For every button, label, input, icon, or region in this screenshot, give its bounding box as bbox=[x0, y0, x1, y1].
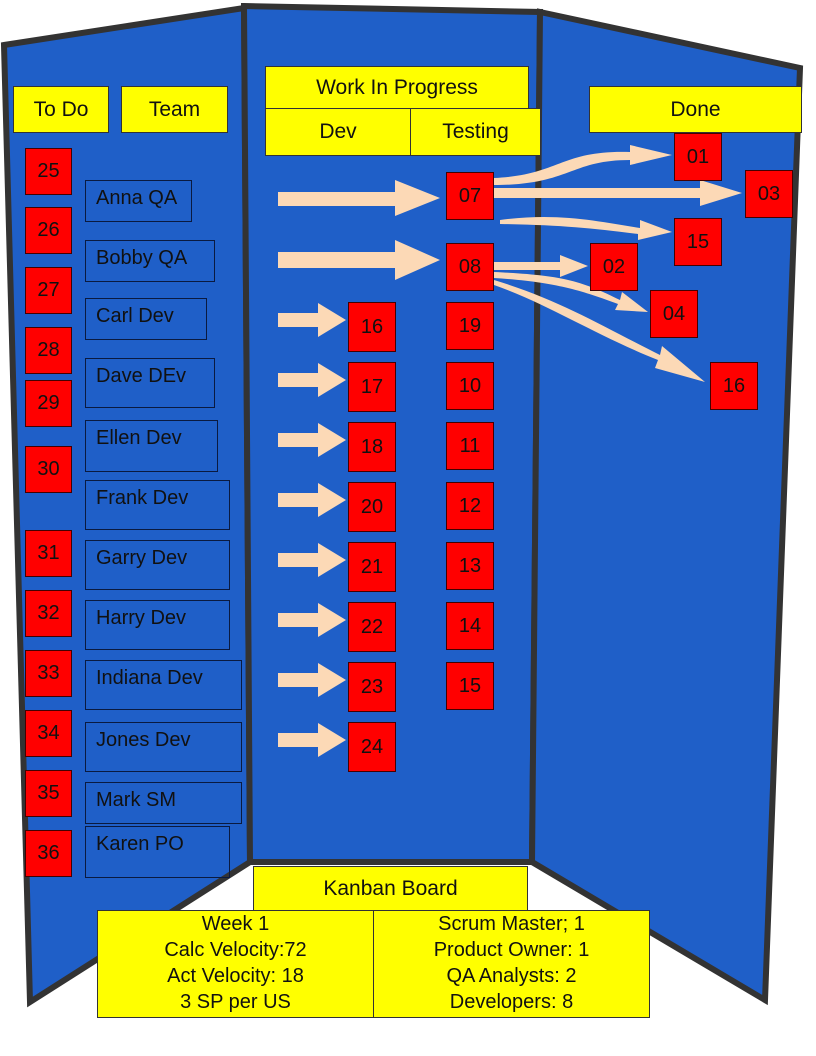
dev-header: Dev bbox=[265, 108, 411, 156]
team-member[interactable]: Karen PO bbox=[85, 826, 230, 878]
testing-card[interactable]: 14 bbox=[446, 602, 494, 650]
arrow-to-dev bbox=[278, 723, 346, 757]
testing-card[interactable]: 19 bbox=[446, 302, 494, 350]
team-composition-info: Scrum Master; 1 Product Owner: 1 QA Anal… bbox=[373, 911, 649, 1017]
dev-card[interactable]: 17 bbox=[348, 362, 396, 412]
info-line: Developers: 8 bbox=[449, 991, 574, 1013]
info-line: QA Analysts: 2 bbox=[446, 965, 577, 987]
todo-card[interactable]: 28 bbox=[25, 327, 72, 374]
arrows bbox=[278, 145, 742, 757]
todo-card[interactable]: 29 bbox=[25, 380, 72, 427]
todo-card[interactable]: 27 bbox=[25, 267, 72, 314]
info-line: Act Velocity: 18 bbox=[167, 965, 304, 987]
info-line: 3 SP per US bbox=[180, 991, 291, 1013]
testing-card[interactable]: 13 bbox=[446, 542, 494, 590]
arrow-07-01 bbox=[494, 145, 672, 185]
info-line: Product Owner: 1 bbox=[433, 939, 590, 961]
arrow-anna bbox=[278, 180, 440, 216]
todo-card[interactable]: 34 bbox=[25, 710, 72, 757]
dev-card[interactable]: 18 bbox=[348, 422, 396, 472]
info-line: Calc Velocity:72 bbox=[164, 939, 307, 961]
team-member[interactable]: Garry Dev bbox=[85, 540, 230, 590]
dev-card[interactable]: 23 bbox=[348, 662, 396, 712]
todo-card[interactable]: 25 bbox=[25, 148, 72, 195]
info-line: Scrum Master; 1 bbox=[438, 913, 585, 935]
arrow-bobby bbox=[278, 240, 440, 280]
arrow-07-03 bbox=[494, 180, 742, 206]
arrow-to-dev bbox=[278, 543, 346, 577]
dev-card[interactable]: 22 bbox=[348, 602, 396, 652]
testing-card[interactable]: 08 bbox=[446, 243, 494, 291]
team-member[interactable]: Dave DEv bbox=[85, 358, 215, 408]
arrow-08-02 bbox=[494, 255, 588, 277]
team-member[interactable]: Bobby QA bbox=[85, 240, 215, 282]
dev-card[interactable]: 16 bbox=[348, 302, 396, 352]
done-card[interactable]: 16 bbox=[710, 362, 758, 410]
team-member[interactable]: Harry Dev bbox=[85, 600, 230, 650]
arrow-to-dev bbox=[278, 303, 346, 337]
done-card[interactable]: 03 bbox=[745, 170, 793, 218]
arrow-to-dev bbox=[278, 423, 346, 457]
done-card[interactable]: 01 bbox=[674, 133, 722, 181]
arrow-to-dev bbox=[278, 483, 346, 517]
testing-card[interactable]: 07 bbox=[446, 172, 494, 220]
done-header: Done bbox=[589, 86, 802, 133]
arrow-08-04 bbox=[494, 272, 648, 312]
dev-card[interactable]: 21 bbox=[348, 542, 396, 592]
arrow-08-16 bbox=[494, 280, 705, 382]
arrow-07-15 bbox=[500, 217, 672, 240]
team-member[interactable]: Frank Dev bbox=[85, 480, 230, 530]
board-title: Kanban Board bbox=[253, 866, 528, 912]
done-card[interactable]: 15 bbox=[674, 218, 722, 266]
team-member[interactable]: Anna QA bbox=[85, 180, 192, 222]
testing-card[interactable]: 12 bbox=[446, 482, 494, 530]
done-card[interactable]: 04 bbox=[650, 290, 698, 338]
team-member[interactable]: Indiana Dev bbox=[85, 660, 242, 710]
team-member[interactable]: Mark SM bbox=[85, 782, 242, 824]
wip-header: Work In Progress bbox=[265, 66, 529, 109]
team-member[interactable]: Carl Dev bbox=[85, 298, 207, 340]
done-card[interactable]: 02 bbox=[590, 243, 638, 291]
team-member[interactable]: Jones Dev bbox=[85, 722, 242, 772]
todo-card[interactable]: 32 bbox=[25, 590, 72, 637]
team-member[interactable]: Ellen Dev bbox=[85, 420, 218, 472]
todo-card[interactable]: 35 bbox=[25, 770, 72, 817]
dev-card[interactable]: 20 bbox=[348, 482, 396, 532]
info-panel: Week 1 Calc Velocity:72 Act Velocity: 18… bbox=[97, 910, 650, 1018]
velocity-info: Week 1 Calc Velocity:72 Act Velocity: 18… bbox=[98, 911, 373, 1017]
dev-card[interactable]: 24 bbox=[348, 722, 396, 772]
todo-header: To Do bbox=[13, 86, 109, 133]
todo-card[interactable]: 26 bbox=[25, 207, 72, 254]
testing-card[interactable]: 11 bbox=[446, 422, 494, 470]
info-line: Week 1 bbox=[201, 913, 270, 935]
todo-card[interactable]: 33 bbox=[25, 650, 72, 697]
team-header: Team bbox=[121, 86, 228, 133]
todo-card[interactable]: 30 bbox=[25, 446, 72, 493]
arrow-to-dev bbox=[278, 603, 346, 637]
testing-header: Testing bbox=[410, 108, 541, 156]
todo-card[interactable]: 31 bbox=[25, 530, 72, 577]
todo-card[interactable]: 36 bbox=[25, 830, 72, 877]
arrow-to-dev bbox=[278, 363, 346, 397]
arrow-to-dev bbox=[278, 663, 346, 697]
testing-card[interactable]: 10 bbox=[446, 362, 494, 410]
testing-card[interactable]: 15 bbox=[446, 662, 494, 710]
